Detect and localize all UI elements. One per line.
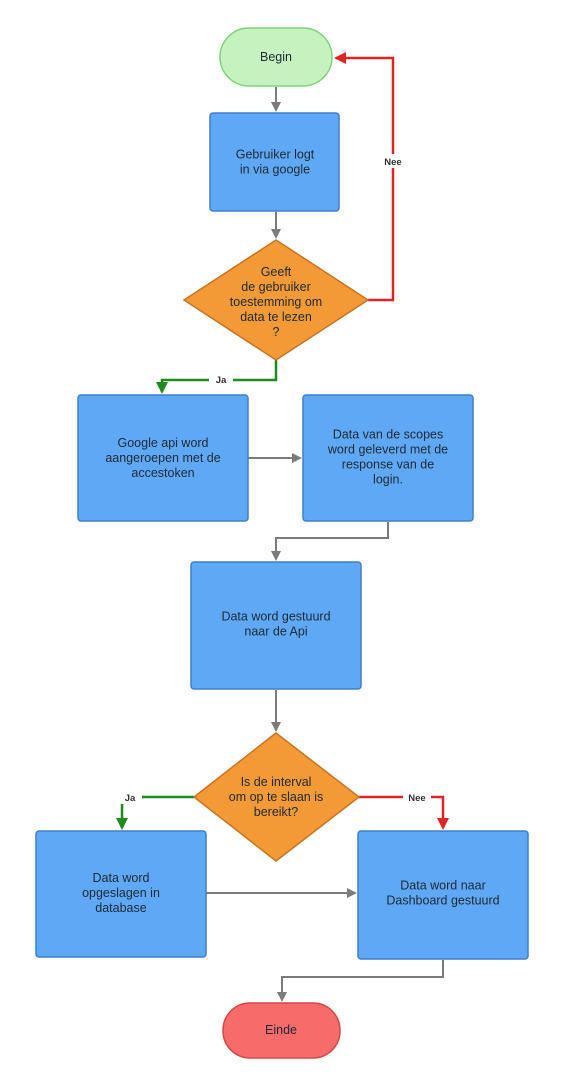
edge-label-interval-no: Nee [408,793,425,804]
edge-labels: Nee Ja Ja Nee [118,154,431,804]
node-dashboard [357,830,529,960]
label-line: ? [273,325,280,339]
label-line: Data word [93,871,150,885]
node-google-api [77,394,249,522]
label-line: de gebruiker [241,280,311,294]
label-line: opgeslagen in [82,886,160,900]
label-line: data te lezen [240,310,312,324]
label-line: response van de [342,458,434,472]
label-line: Geeft [261,265,292,279]
label-line: toestemming om [230,295,322,309]
label-line: word geleverd met de [327,443,448,457]
label-line: Google api word [117,436,208,450]
label-begin: Begin [260,50,292,64]
node-consent [182,239,370,361]
label-line: Data word gestuurd [221,610,330,624]
label-line: om op te slaan is [229,790,324,804]
label-line: Data word naar [400,879,485,893]
edge-label-interval-yes: Ja [125,793,136,804]
label-line: login. [373,473,403,487]
edge-scopes-to-sendapi [271,522,389,561]
label-end: Einde [265,1023,297,1037]
label-line: Is de interval [241,775,312,789]
label-line: aangeroepen met de [105,451,220,465]
node-begin [219,27,333,87]
edge-dashboard-to-end [277,960,444,1002]
node-login [209,112,340,212]
edges [116,52,449,1002]
node-end [222,1002,341,1059]
label-line: Begin [260,50,292,64]
label-line: bereikt? [254,805,299,819]
edge-interval-no [359,795,449,830]
label-line: in via google [240,163,310,177]
edge-label-consent-no: Nee [384,157,401,168]
label-line: Dashboard gestuurd [386,894,499,908]
label-line: naar de Api [244,625,307,639]
node-store-db [35,830,207,958]
node-send-api [190,561,362,690]
label-line: database [95,901,146,915]
label-line: Data van de scopes [333,428,444,442]
label-line: Gebruiker logt [236,148,315,162]
label-line: Einde [265,1023,297,1037]
node-scopes-data [302,394,474,522]
node-interval [192,732,361,862]
label-line: accestoken [131,466,194,480]
nodes [35,27,529,1059]
edge-consent-no [334,52,395,302]
edge-label-consent-yes: Ja [216,375,227,386]
